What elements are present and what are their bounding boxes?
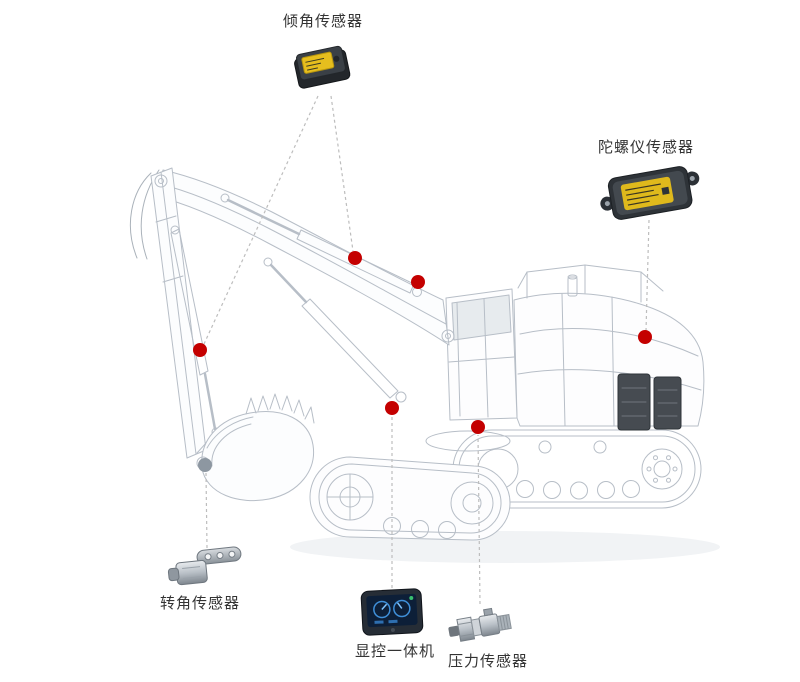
sensor-markers (193, 251, 652, 472)
label-gyro-sensor: 陀螺仪传感器 (598, 139, 695, 156)
swing-bearing (425, 430, 511, 452)
boom-cylinder (263, 257, 407, 403)
rotation-sensor-icon (167, 546, 242, 586)
marker-engine-body (638, 330, 652, 344)
far-track (452, 429, 702, 509)
label-rotation-sensor: 转角传感器 (160, 595, 241, 612)
label-pressure-sensor: 压力传感器 (448, 653, 529, 670)
tilt-sensor-icon (294, 45, 351, 89)
excavator-wireframe (130, 167, 705, 541)
cab (445, 288, 518, 421)
bucket-teeth (245, 393, 315, 424)
label-display-console: 显控一体机 (355, 643, 436, 660)
leader-tilt-to-boom (330, 95, 354, 252)
label-tilt-sensor: 倾角传感器 (283, 13, 364, 30)
near-track (309, 456, 511, 541)
marker-arm (193, 343, 207, 357)
marker-undercarriage (471, 420, 485, 434)
marker-bucket-pivot (198, 458, 212, 472)
boom (155, 169, 455, 346)
marker-boom-base (411, 275, 425, 289)
leader-lines (203, 95, 650, 605)
leader-rotation (205, 472, 208, 549)
leader-gyro (645, 219, 650, 332)
exhaust-pipe (567, 276, 578, 297)
ground-shadow (290, 531, 720, 563)
gyro-sensor-icon (600, 166, 700, 220)
leader-pressure (477, 434, 481, 605)
bucket (196, 393, 315, 502)
arm (150, 167, 207, 459)
engine-house (513, 264, 705, 431)
marker-boom (348, 251, 362, 265)
display-console-icon (360, 588, 424, 636)
pressure-sensor-icon (448, 607, 512, 642)
marker-body-front (385, 401, 399, 415)
